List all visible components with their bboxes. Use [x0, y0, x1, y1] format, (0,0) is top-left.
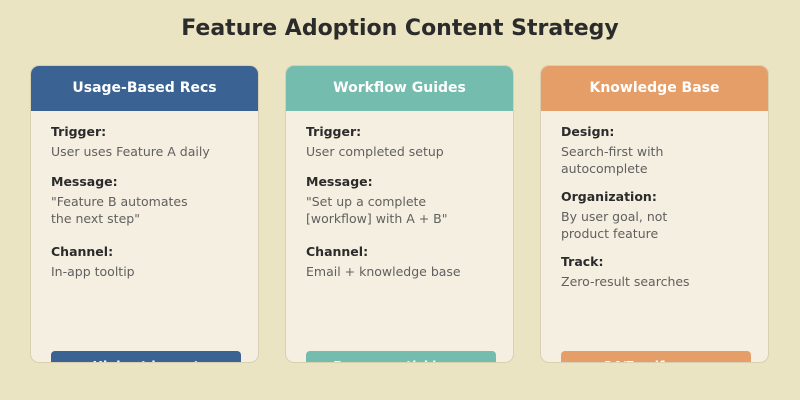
field-value-trigger: User uses Feature A daily: [51, 144, 210, 159]
page-title: Feature Adoption Content Strategy: [181, 16, 619, 41]
stickiness-badge: Deepens stickiness: [306, 351, 496, 362]
field-value-message: "Feature B automates the next step": [51, 194, 188, 226]
field-label-trigger: Trigger:: [51, 124, 107, 139]
field-value-message: "Set up a complete [workflow] with A + B…: [306, 194, 448, 226]
field-label-organization: Organization:: [561, 189, 657, 204]
impact-badge: Highest impact: [51, 351, 241, 362]
card-knowledge-base: Knowledge Base Design: Search-first with…: [540, 65, 769, 363]
field-label-channel: Channel:: [306, 244, 369, 259]
field-value-design: Search-first with autocomplete: [561, 144, 664, 176]
field-value-track: Zero-result searches: [561, 274, 690, 289]
card-workflow-guides: Workflow Guides Trigger: User completed …: [285, 65, 514, 363]
field-label-design: Design:: [561, 124, 615, 139]
card-header: Knowledge Base: [541, 66, 768, 111]
field-value-channel: Email + knowledge base: [306, 264, 461, 279]
card-header: Workflow Guides: [286, 66, 513, 111]
field-value-organization: By user goal, not product feature: [561, 209, 668, 241]
self-serve-badge: 24/7 self-serve: [561, 351, 751, 362]
card-header: Usage-Based Recs: [31, 66, 258, 111]
field-label-message: Message:: [306, 174, 373, 189]
field-label-channel: Channel:: [51, 244, 114, 259]
field-label-message: Message:: [51, 174, 118, 189]
field-value-channel: In-app tooltip: [51, 264, 135, 279]
field-label-track: Track:: [561, 254, 604, 269]
card-usage-based-recs: Usage-Based Recs Trigger: User uses Feat…: [30, 65, 259, 363]
field-value-trigger: User completed setup: [306, 144, 444, 159]
field-label-trigger: Trigger:: [306, 124, 362, 139]
